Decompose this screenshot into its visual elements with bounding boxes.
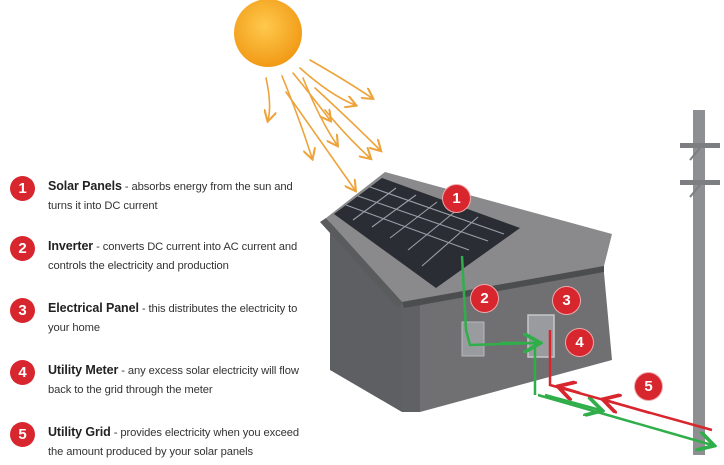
- legend-description: - this distributes the electricity to yo…: [48, 303, 298, 334]
- marker-solar-panels: 1: [442, 184, 471, 213]
- legend-description: - any excess solar electricity will flow…: [48, 365, 299, 396]
- marker-inverter: 2: [470, 284, 499, 313]
- legend-text: Solar Panels - absorbs energy from the s…: [48, 177, 310, 216]
- legend-number: 2: [10, 236, 35, 261]
- sun-rays: [266, 59, 380, 190]
- legend-number: 5: [10, 422, 35, 447]
- legend-text: Utility Meter - any excess solar electri…: [48, 361, 310, 400]
- solar-panel-icon: [334, 178, 520, 288]
- legend-number: 3: [10, 298, 35, 323]
- house-icon: [320, 172, 612, 412]
- marker-utility-meter: 4: [565, 328, 594, 357]
- legend-title: Utility Meter: [48, 363, 119, 377]
- red-wires: [548, 330, 713, 432]
- legend-description: - provides electricity when you exceed t…: [48, 427, 299, 458]
- marker-utility-grid: 5: [634, 372, 663, 401]
- legend-text: Utility Grid - provides electricity when…: [48, 423, 310, 462]
- legend-number: 1: [10, 176, 35, 201]
- legend-text: Inverter - converts DC current into AC c…: [48, 237, 310, 276]
- legend-description: - converts DC current into AC current an…: [48, 241, 298, 272]
- marker-electrical-panel: 3: [552, 286, 581, 315]
- legend-title: Electrical Panel: [48, 301, 139, 315]
- sun-icon: [234, 0, 302, 67]
- legend-number: 4: [10, 360, 35, 385]
- utility-pole-icon: [680, 110, 720, 455]
- legend-title: Solar Panels: [48, 179, 122, 193]
- legend-title: Inverter: [48, 239, 94, 253]
- legend-text: Electrical Panel - this distributes the …: [48, 299, 310, 338]
- legend-title: Utility Grid: [48, 425, 111, 439]
- legend-description: - absorbs energy from the sun and turns …: [48, 181, 293, 212]
